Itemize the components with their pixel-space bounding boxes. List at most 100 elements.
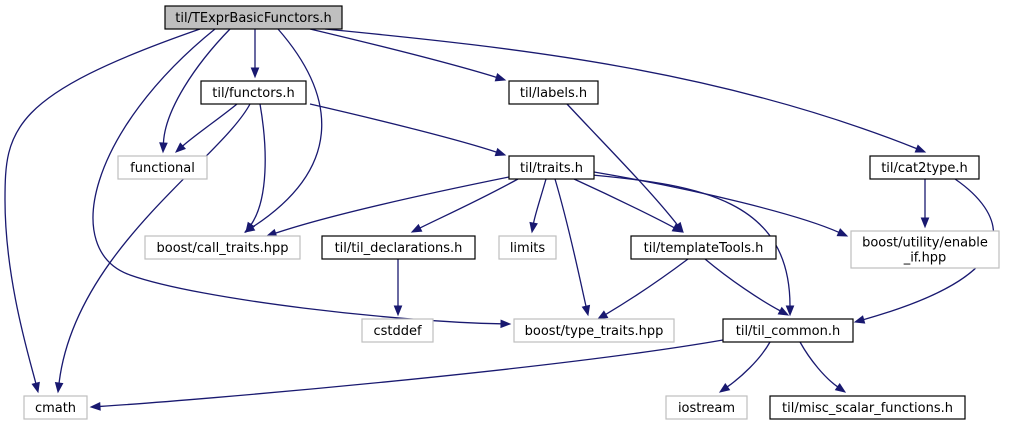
edge-arrowhead — [914, 144, 927, 153]
node-box — [117, 155, 208, 180]
edge-traits-to-templateTools — [573, 178, 684, 233]
node-misc[interactable]: til/misc_scalar_functions.h — [769, 395, 966, 420]
node-box — [200, 80, 307, 105]
edge-traits-to-enable_if — [593, 171, 849, 237]
node-label: boost/type_traits.hpp — [525, 324, 664, 339]
edge-line — [162, 28, 231, 144]
edge-root-to-call_traits — [243, 28, 323, 233]
node-label: til/traits.h — [520, 161, 583, 176]
edge-arrowhead — [54, 382, 64, 394]
edge-line — [532, 178, 547, 224]
node-box — [508, 80, 599, 105]
edge-line — [593, 171, 840, 233]
edge-line — [182, 103, 238, 147]
node-label: til/til_declarations.h — [335, 241, 463, 256]
node-label: iostream — [678, 401, 735, 416]
edge-functors-to-traits — [309, 103, 507, 157]
edge-arrowhead — [245, 221, 255, 234]
node-box — [513, 318, 675, 343]
edge-arrowhead — [718, 382, 731, 393]
node-root[interactable]: til/TExprBasicFunctors.h — [164, 5, 343, 30]
node-cmath: cmath — [23, 395, 88, 420]
edge-line — [566, 103, 678, 226]
edge-functors-to-cmath — [54, 103, 251, 394]
node-cat2type[interactable]: til/cat2type.h — [869, 155, 980, 180]
edge-arrowhead — [174, 142, 186, 153]
node-label: cmath — [35, 401, 76, 416]
node-label: cstddef — [373, 324, 422, 339]
edge-line — [727, 341, 771, 388]
edge-root-to-functional — [159, 28, 231, 154]
node-label: functional — [130, 161, 195, 176]
edge-til_common-to-misc — [799, 341, 847, 393]
edge-arrowhead — [89, 402, 101, 411]
edge-line — [252, 28, 323, 228]
edge-arrowhead — [777, 306, 790, 316]
node-traits[interactable]: til/traits.h — [508, 155, 595, 180]
edge-arrowhead — [596, 310, 609, 320]
node-box — [164, 5, 343, 30]
edge-arrowhead — [393, 305, 403, 317]
edge-arrowhead — [529, 221, 538, 234]
edge-root-to-cmath — [4, 28, 201, 394]
edge-til_decl-to-cstddef — [393, 259, 403, 317]
node-label: boost/utility/enable_if.hpp — [862, 236, 988, 266]
node-functors[interactable]: til/functors.h — [200, 80, 307, 105]
node-enable-if: boost/utility/enable_if.hpp — [850, 230, 1000, 269]
node-label: boost/call_traits.hpp — [156, 241, 288, 256]
node-templateTools[interactable]: til/templateTools.h — [630, 235, 777, 260]
node-call-traits: boost/call_traits.hpp — [144, 235, 301, 260]
edge-line — [309, 28, 497, 78]
node-box — [722, 318, 854, 343]
edge-traits-to-type_traits — [554, 178, 591, 317]
edge-line — [309, 103, 497, 153]
node-box — [23, 395, 88, 420]
edge-traits-to-call_traits — [265, 176, 510, 238]
node-labels[interactable]: til/labels.h — [508, 80, 599, 105]
node-type-traits: boost/type_traits.hpp — [513, 318, 675, 343]
edge-arrowhead — [671, 223, 684, 233]
node-til-common[interactable]: til/til_common.h — [722, 318, 854, 343]
edge-line — [250, 103, 266, 225]
edge-arrowhead — [410, 223, 423, 233]
edge-line — [99, 339, 724, 408]
edge-arrowhead — [853, 315, 866, 324]
edge-root-to-cat2type — [324, 28, 927, 153]
nodes-layer: til/TExprBasicFunctors.h til/functors.h ti… — [23, 5, 1000, 420]
edge-line — [275, 176, 510, 234]
node-cstddef: cstddef — [361, 318, 434, 343]
edge-arrowhead — [834, 382, 847, 393]
edge-arrowhead — [494, 73, 507, 82]
node-functional: functional — [117, 155, 208, 180]
edge-line — [554, 178, 587, 307]
edge-arrowhead — [250, 67, 260, 79]
edge-line — [704, 258, 781, 312]
node-label: til/cat2type.h — [881, 161, 968, 176]
edge-cat2type-to-enable_if — [920, 178, 930, 229]
node-label: til/TExprBasicFunctors.h — [175, 11, 332, 26]
node-box — [144, 235, 301, 260]
node-iostream: iostream — [665, 395, 748, 420]
node-box — [769, 395, 966, 420]
edge-line — [419, 178, 519, 229]
edge-arrowhead — [494, 147, 507, 157]
node-box — [665, 395, 748, 420]
edge-arrowhead — [500, 319, 512, 329]
node-til-decl[interactable]: til/til_declarations.h — [321, 235, 476, 260]
node-box — [321, 235, 476, 260]
edge-line — [799, 341, 838, 388]
edge-til_common-to-cmath — [89, 339, 724, 411]
edge-arrowhead — [581, 304, 591, 317]
node-box — [361, 318, 434, 343]
node-box — [508, 155, 595, 180]
node-label: til/til_common.h — [736, 324, 841, 339]
edge-templateTools-to-til_common — [704, 258, 790, 316]
edge-til_common-to-iostream — [718, 341, 771, 393]
edge-root-to-type_traits — [92, 28, 512, 329]
edge-root-to-labels — [309, 28, 507, 82]
node-label: til/misc_scalar_functions.h — [782, 401, 953, 416]
edge-arrowhead — [31, 381, 40, 394]
node-label: til/templateTools.h — [644, 241, 764, 256]
edge-line — [605, 258, 689, 315]
